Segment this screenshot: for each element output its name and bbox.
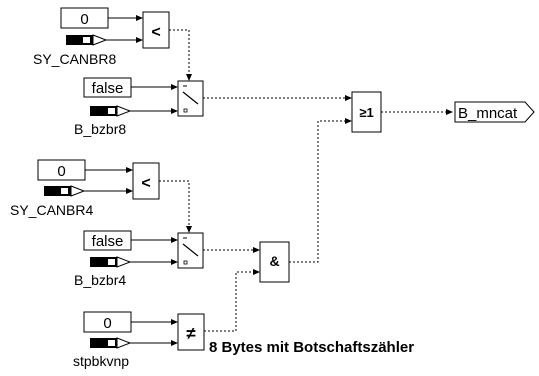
output-port-b-mncat: B_mncat (454, 101, 535, 123)
comparator-less-mid (132, 162, 160, 200)
label-stpbkvnp: stpbkvnp (73, 353, 129, 369)
constant-zero-top-label: 0 (80, 11, 88, 28)
constant-false-mid-label: false (92, 233, 124, 250)
constant-zero-mid-label: 0 (57, 163, 65, 180)
input-port-sy-canbr4 (44, 185, 86, 197)
comparator-less-top-symbol: < (151, 24, 160, 41)
output-label-b-mncat: B_mncat (458, 105, 518, 122)
switch-block-mid (177, 232, 204, 269)
and-gate-symbol: & (269, 253, 279, 269)
input-port-b-bzbr4 (90, 256, 132, 268)
comparator-not-equal (177, 313, 205, 351)
label-b-bzbr4: B_bzbr4 (74, 272, 126, 288)
label-sy-canbr4: SY_CANBR4 (10, 202, 93, 218)
constant-zero-bot-label: 0 (103, 315, 111, 332)
input-port-stpbkvnp (90, 337, 132, 349)
label-b-bzbr8: B_bzbr8 (74, 121, 126, 137)
input-port-b-bzbr8 (90, 105, 132, 117)
constant-false-top-label: false (92, 80, 124, 97)
comparator-less-top (142, 11, 170, 49)
note-botschaftszaehler: 8 Bytes mit Botschaftszähler (209, 339, 414, 356)
comparator-less-mid-symbol: < (141, 175, 150, 192)
comparator-not-equal-symbol: ≠ (186, 324, 196, 343)
input-port-sy-canbr8 (66, 34, 108, 46)
or-gate (351, 91, 382, 133)
or-gate-symbol: ≥1 (359, 105, 373, 120)
and-gate (259, 241, 290, 283)
label-sy-canbr8: SY_CANBR8 (33, 51, 116, 67)
switch-block-top (177, 80, 204, 117)
